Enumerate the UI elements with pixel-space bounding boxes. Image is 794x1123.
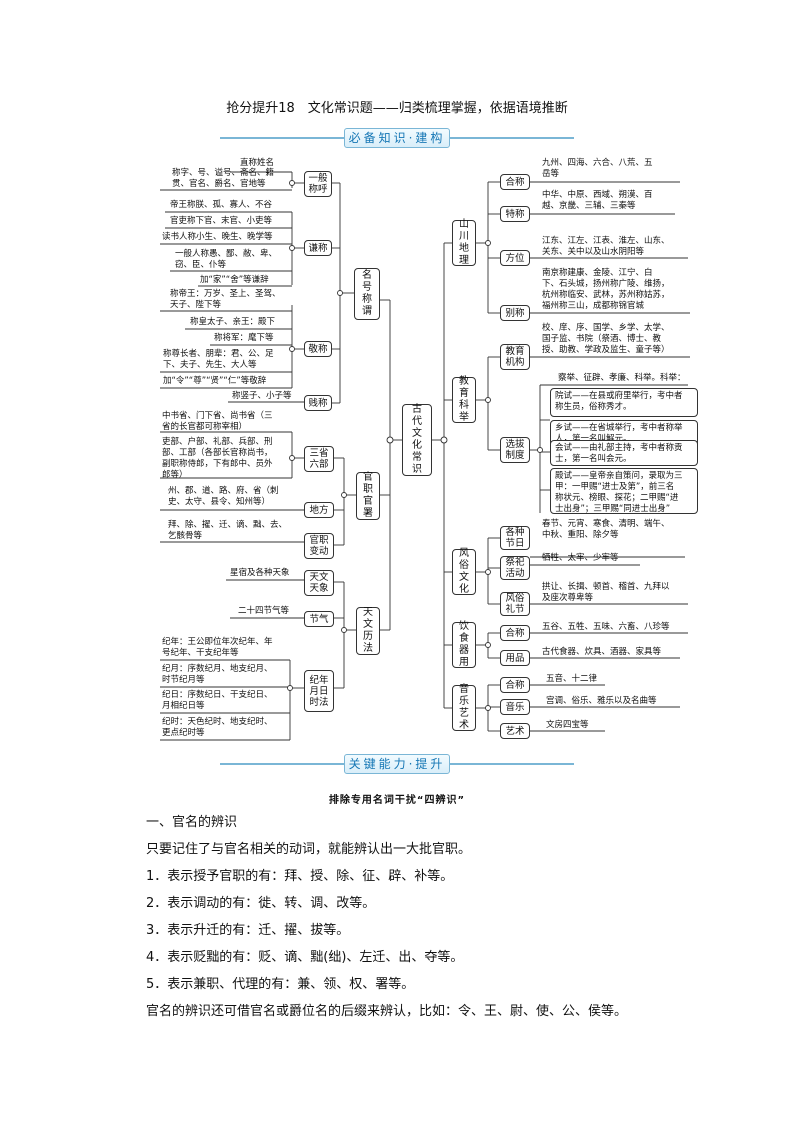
node-fangwei: 方位 [500, 250, 530, 266]
leaf-fw: 江东、江左、江表、淮左、山东、 关东、关中以及山水阴阳等 [542, 236, 670, 257]
leaf-n3: 纪日：序数纪日、干支纪日、 月相纪日等 [162, 690, 273, 711]
node-gzjr: 各种节日 [500, 526, 530, 550]
leaf-yp: 古代食器、炊具、酒器、家具等 [542, 647, 662, 657]
node-guanbian: 官职变动 [304, 533, 334, 559]
leaf-jian: 称竖子、小子等 [232, 391, 292, 401]
paragraph: 只要记住了与官名相关的动词，就能辨认出一大批官职。 [146, 842, 472, 857]
leaf-jq: 二十四节气等 [238, 606, 290, 616]
node-jiaoyu: 教育科举 [452, 376, 476, 423]
node-mingha: 名号称谓 [354, 268, 380, 320]
leaf-yiban: 称字、号、谥号、斋名、籍 贯、官名、爵名、官地等 [172, 168, 275, 189]
paragraph: 4．表示贬黜的有：贬、谪、黜(绌)、左迁、出、夺等。 [146, 950, 464, 965]
node-biecheng: 别称 [500, 305, 530, 321]
node-yy-hecheng: 合称 [500, 677, 530, 693]
leaf-q5: 加“家”“舍”等谦辞 [200, 275, 269, 285]
node-xbzd: 选拔制度 [500, 437, 530, 463]
leaf-bd: 拜、除、擢、迁、谪、黜、去、 乞骸骨等 [168, 520, 288, 541]
node-yongpin: 用品 [500, 650, 530, 666]
section-heading: 一、官名的辨识 [146, 815, 238, 830]
leaf-df: 州、郡、道、路、府、省（刺 史、太守、县令、知州等） [168, 486, 279, 507]
leaf-yiban-top: 直称姓名 [240, 158, 275, 168]
node-tianwen: 天文历法 [356, 607, 380, 655]
leaf-bc: 南京称建康、金陵、江宁、白 下、石头城，扬州称广陵、维扬， 杭州称临安、武林，苏… [542, 268, 670, 311]
node-fengsu: 风俗文化 [452, 548, 476, 595]
node-tianwenxiang: 天文天象 [304, 570, 334, 596]
leaf-tc: 中华、中原、西域、朔漠、百 越、京畿、三辅、三秦等 [542, 190, 653, 211]
leaf-j4: 称尊长者、朋辈：君、公、足 下、夫子、先生、大人等 [163, 349, 274, 370]
paragraph: 5．表示兼职、代理的有：兼、领、权、署等。 [146, 977, 415, 992]
leaf-j5: 加“令”“尊”“贤”“仁”等敬辞 [163, 376, 267, 386]
node-jianc: 贱称 [304, 395, 332, 411]
leaf-j2: 称皇太子、亲王：殿下 [190, 317, 276, 327]
node-yinyue: 音乐 [500, 699, 530, 715]
node-jshd: 祭祀活动 [500, 556, 530, 580]
exam-box-yuanshi: 院试——在县或府里举行，考中者 称生员，俗称秀才。 [550, 388, 698, 417]
leaf-yyhc: 五音、十二律 [546, 674, 598, 684]
leaf-q4: 一般人称愚、鄙、敝、卑、 窃、臣、仆等 [175, 249, 278, 270]
node-yinshi: 饮食器用 [452, 621, 476, 668]
node-qianc: 谦称 [304, 240, 332, 256]
node-techeng: 特称 [500, 206, 530, 222]
paragraph: 3．表示升迁的有：迁、擢、拔等。 [146, 923, 350, 938]
page-title: 抢分提升18 文化常识题——归类梳理掌握，依据语境推断 [226, 101, 568, 116]
node-fslj: 风俗礼节 [500, 592, 530, 616]
leaf-j1: 称帝王：万岁、圣上、圣驾、 天子、陛下等 [170, 289, 281, 310]
node-ys-hecheng: 合称 [500, 625, 530, 641]
node-jingc: 敬称 [304, 341, 332, 357]
subtitle: 排除专用名词干扰“四辨识” [328, 795, 466, 806]
leaf-n4: 纪时：天色纪时、地支纪时、 更点纪时等 [162, 717, 273, 738]
node-shanchuan: 山川地理 [452, 219, 476, 266]
leaf-ls: 拱让、长揖、顿首、稽首、九拜以 及座次尊卑等 [542, 582, 670, 603]
paragraph: 1．表示授予官职的有：拜、授、除、征、辟、补等。 [146, 869, 454, 884]
node-sansheng: 三省六部 [304, 446, 334, 472]
leaf-jy: 校、庠、序、国学、乡学、太学、 国子监、书院（祭酒、博士、教 授、助教、学政及监… [542, 323, 670, 355]
leaf-ysh: 文房四宝等 [546, 720, 589, 730]
leaf-s1: 中书省、门下省、尚书省（三 省的长官都可称宰相） [162, 411, 273, 432]
node-yiban: 一般称呼 [304, 171, 332, 197]
leaf-q3: 读书人称小生、晚生、晚学等 [162, 232, 273, 242]
exam-box-huishi: 会试——由礼部主持，考中者称贡 士，第一名叫会元。 [550, 440, 698, 466]
node-guanzhi: 官职官署 [356, 472, 380, 520]
leaf-jr: 春节、元宵、寒食、清明、端午、 中秋、重阳、除夕等 [542, 519, 670, 540]
leaf-j3: 称将军：麾下等 [214, 333, 274, 343]
leaf-q2: 官吏称下官、末官、小吏等 [170, 216, 273, 226]
paragraph: 官名的辨识还可借官名或爵位名的后缀来辨认，比如：令、王、尉、使、公、侯等。 [146, 1004, 628, 1019]
leaf-yshc: 五谷、五牲、五味、六畜、八珍等 [542, 622, 670, 632]
paragraph: 2．表示调动的有：徙、转、调、改等。 [146, 896, 376, 911]
center-node: 古代文化常识 [402, 404, 432, 476]
section-banner-ability: 关键能力·提升 [344, 754, 450, 774]
node-jinian: 纪年月日时法 [304, 670, 334, 712]
node-jieqi: 节气 [304, 611, 334, 627]
leaf-js: 牺牲、太牢、少牢等 [542, 553, 619, 563]
leaf-tw: 星宿及各种天象 [230, 568, 290, 578]
leaf-hc: 九州、四海、六合、八荒、五 岳等 [542, 158, 653, 179]
node-hecheng: 合称 [500, 174, 530, 190]
leaf-n2: 纪月：序数纪月、地支纪月、 时节纪月等 [162, 664, 273, 685]
section-banner-knowledge: 必备知识·建构 [344, 128, 450, 148]
leaf-s2: 吏部、户部、礼部、兵部、刑 部、工部（各部长官称尚书， 副职称侍郎，下有郎中、员… [162, 437, 273, 480]
node-yishu: 艺术 [500, 723, 530, 739]
exam-box-dianshi: 殿试——皇帝亲自策问，录取为三 甲：一甲赐“进士及第”，前三名 称状元、榜眼、探… [550, 468, 698, 514]
leaf-n1: 纪年：王公即位年次纪年、年 号纪年、干支纪年等 [162, 637, 273, 658]
node-jyjg: 教育机构 [500, 344, 530, 370]
node-yinyue: 音乐艺术 [452, 684, 476, 731]
leaf-q1: 帝王称朕、孤、寡人、不谷 [170, 200, 273, 210]
leaf-xb0: 察举、征辟、孝廉、科举。科举： [558, 373, 686, 383]
leaf-yy: 宫调、俗乐、雅乐以及名曲等 [546, 696, 657, 706]
node-difang: 地方 [304, 502, 334, 518]
